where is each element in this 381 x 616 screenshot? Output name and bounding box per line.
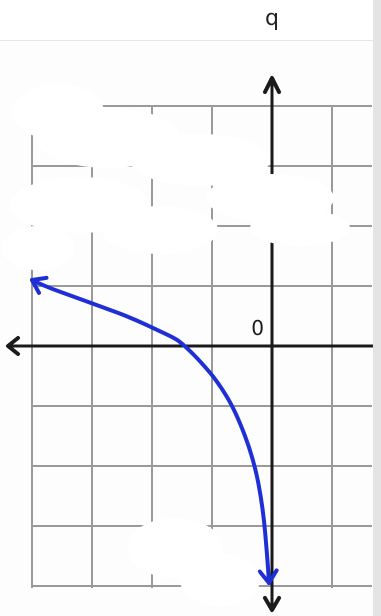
curve-series — [30, 275, 279, 585]
y-axis-arrow-up-icon — [263, 76, 281, 94]
white-blob-10 — [180, 554, 260, 606]
header-strip: b — [0, 0, 381, 41]
y-axis-arrow-down-icon — [263, 596, 281, 612]
page-edge — [373, 0, 381, 616]
curve-arrow-left-icon — [30, 275, 49, 295]
white-blob-7 — [250, 210, 350, 246]
x-axis-arrow-icon — [6, 336, 20, 356]
white-blob-4 — [206, 174, 334, 222]
curve-line — [30, 278, 271, 585]
graph: 0 — [2, 76, 373, 612]
image-artifacts — [2, 84, 350, 606]
axes: 0 — [6, 76, 373, 612]
curve-arrow-down-icon — [257, 568, 279, 585]
origin-label: 0 — [251, 315, 264, 339]
white-blob-3 — [130, 134, 270, 186]
white-blob-6 — [102, 206, 218, 254]
white-blob-8 — [2, 226, 74, 270]
